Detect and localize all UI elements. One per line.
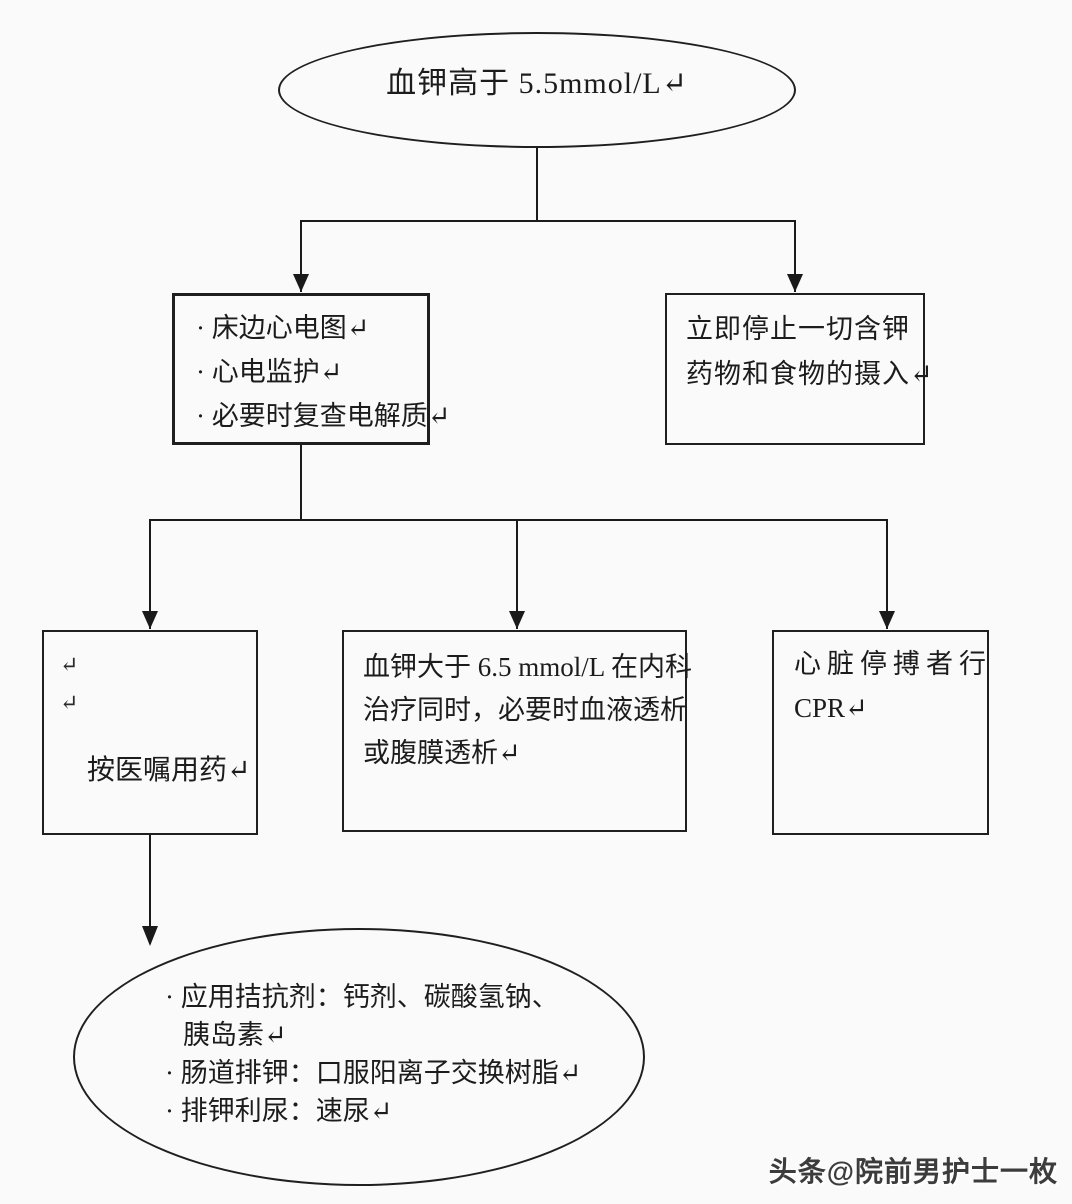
node-dialysis: 血钾大于 6.5 mmol/L 在内科 治疗同时，必要时血液透析 或腹膜透析↵ bbox=[342, 630, 692, 832]
dialysis-line: 或腹膜透析↵ bbox=[363, 738, 521, 768]
stop-intake-line: 立即停止一切含钾 bbox=[686, 314, 910, 344]
stop-intake-line: 药物和食物的摄入↵ bbox=[686, 359, 934, 389]
arrowhead-medication bbox=[142, 611, 158, 629]
arrowhead-dialysis bbox=[509, 611, 525, 629]
arrowhead-stop-intake bbox=[787, 274, 803, 292]
monitor-line: · 必要时复查电解质↵ bbox=[196, 401, 451, 431]
medication-label: 按医嘱用药↵ bbox=[87, 755, 251, 786]
arrowhead-treatment bbox=[142, 926, 158, 946]
start-condition-label: 血钾高于 5.5mmol/L↵ bbox=[386, 67, 688, 100]
arrowhead-cpr bbox=[879, 611, 895, 629]
treatment-text-block: · 应用拮抗剂：钙剂、碳酸氢钠、 胰岛素↵ · 肠道排钾：口服阳离子交换树脂↵ … bbox=[165, 978, 581, 1130]
node-start-condition: 血钾高于 5.5mmol/L↵ bbox=[278, 32, 796, 148]
monitor-line: · 床边心电图↵ bbox=[196, 313, 370, 343]
node-medication-per-order: ↵ ↵ 按医嘱用药↵ bbox=[42, 630, 258, 835]
return-mark: ↵ bbox=[60, 652, 79, 677]
node-treatment-options: · 应用拮抗剂：钙剂、碳酸氢钠、 胰岛素↵ · 肠道排钾：口服阳离子交换树脂↵ … bbox=[73, 928, 645, 1186]
node-cpr: 心脏停搏者行 CPR↵ bbox=[772, 630, 989, 835]
dialysis-line: 血钾大于 6.5 mmol/L 在内科 bbox=[363, 652, 692, 682]
node-ecg-monitoring: · 床边心电图↵ · 心电监护↵ · 必要时复查电解质↵ bbox=[172, 293, 451, 445]
treatment-line: · 肠道排钾：口服阳离子交换树脂↵ bbox=[165, 1058, 582, 1088]
treatment-line: · 排钾利尿：速尿↵ bbox=[165, 1096, 393, 1126]
connector-second-split bbox=[149, 519, 888, 629]
connector-first-split bbox=[300, 220, 796, 292]
arrowhead-monitor bbox=[293, 274, 309, 292]
watermark-credit: 头条@院前男护士一枚 bbox=[768, 1156, 1058, 1187]
cpr-line: 心脏停搏者行 bbox=[794, 649, 992, 679]
node-stop-potassium-intake: 立即停止一切含钾 药物和食物的摄入↵ bbox=[665, 293, 934, 445]
dialysis-line: 治疗同时，必要时血液透析 bbox=[363, 695, 687, 725]
treatment-line: · 应用拮抗剂：钙剂、碳酸氢钠、 bbox=[165, 982, 559, 1012]
cpr-line: CPR↵ bbox=[794, 693, 868, 723]
monitor-line: · 心电监护↵ bbox=[196, 357, 343, 387]
treatment-line-continuation: 胰岛素↵ bbox=[183, 1020, 287, 1050]
return-mark: ↵ bbox=[60, 690, 79, 715]
